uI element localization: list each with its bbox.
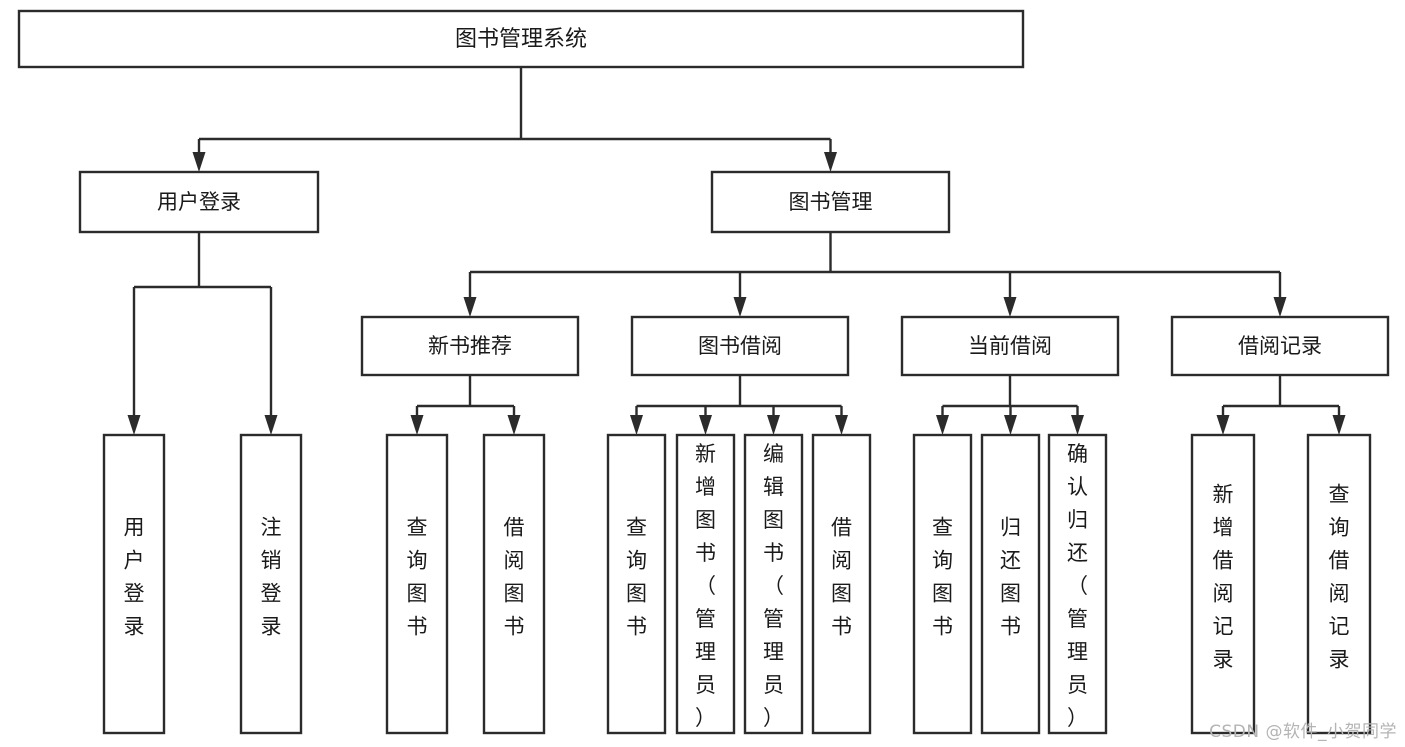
- node-box: [239, 433, 303, 735]
- connector-group-book_borrow: [630, 375, 848, 435]
- node-label: 用户登录: [157, 190, 241, 214]
- node-box: [1190, 433, 1256, 735]
- connector-group-current_borrow: [936, 375, 1084, 435]
- node-box: [675, 433, 736, 735]
- node-box: [980, 433, 1041, 735]
- node-box: [17, 9, 1025, 69]
- node-leaf-query-record[interactable]: 查询借阅记录: [1306, 433, 1372, 735]
- node-layer: 图书管理系统用户登录图书管理新书推荐图书借阅当前借阅借阅记录用户登录注销登录查询…: [17, 9, 1390, 735]
- node-label: 借阅图书: [504, 516, 525, 639]
- connector-group-borrow_record: [1216, 375, 1346, 435]
- node-leaf-user-login[interactable]: 用户登录: [102, 433, 166, 735]
- node-user-login[interactable]: 用户登录: [78, 170, 320, 234]
- arrow-head-icon: [192, 152, 206, 172]
- node-leaf-return-book[interactable]: 归还图书: [980, 433, 1041, 735]
- node-label: 新增借阅记录: [1213, 483, 1234, 672]
- node-leaf-borrow-book-2[interactable]: 借阅图书: [811, 433, 872, 735]
- arrow-head-icon: [1332, 415, 1346, 435]
- node-box: [900, 315, 1120, 377]
- arrow-head-icon: [1071, 415, 1084, 435]
- node-label: 当前借阅: [968, 334, 1052, 358]
- node-book-borrow[interactable]: 图书借阅: [630, 315, 850, 377]
- arrow-head-icon: [824, 152, 837, 172]
- connector-group-book_manage: [463, 232, 1287, 317]
- node-box: [360, 315, 580, 377]
- node-box: [78, 170, 320, 234]
- node-label: 图书借阅: [698, 334, 782, 358]
- arrow-head-icon: [127, 415, 141, 435]
- node-label: 查询图书: [407, 516, 428, 639]
- node-box: [1306, 433, 1372, 735]
- node-current-borrow[interactable]: 当前借阅: [900, 315, 1120, 377]
- node-label: 新书推荐: [428, 334, 512, 358]
- node-box: [102, 433, 166, 735]
- arrow-head-icon: [767, 415, 780, 435]
- node-box: [1047, 433, 1108, 735]
- node-label: 查询借阅记录: [1329, 483, 1350, 672]
- node-leaf-query-book-2[interactable]: 查询图书: [606, 433, 667, 735]
- node-leaf-query-book-1[interactable]: 查询图书: [385, 433, 449, 735]
- arrow-head-icon: [1216, 415, 1230, 435]
- arrow-head-icon: [264, 415, 278, 435]
- node-leaf-logout[interactable]: 注销登录: [239, 433, 303, 735]
- node-root[interactable]: 图书管理系统: [17, 9, 1025, 69]
- node-leaf-confirm-return[interactable]: 确认归还（管理员）: [1047, 433, 1108, 735]
- arrow-head-icon: [507, 415, 521, 435]
- node-label: 归还图书: [1000, 516, 1021, 639]
- arrow-head-icon: [835, 415, 848, 435]
- node-label: 确认归还（管理员）: [1067, 442, 1088, 730]
- node-label: 新增图书（管理员）: [695, 442, 716, 730]
- node-leaf-query-book-3[interactable]: 查询图书: [912, 433, 973, 735]
- node-label: 查询图书: [626, 516, 647, 639]
- node-box: [912, 433, 973, 735]
- node-leaf-edit-book[interactable]: 编辑图书（管理员）: [743, 433, 804, 735]
- node-leaf-add-record[interactable]: 新增借阅记录: [1190, 433, 1256, 735]
- node-box: [710, 170, 951, 234]
- arrow-head-icon: [1003, 297, 1017, 317]
- arrow-head-icon: [699, 415, 712, 435]
- arrow-head-icon: [463, 297, 477, 317]
- node-label: 用户登录: [124, 516, 145, 639]
- node-borrow-record[interactable]: 借阅记录: [1170, 315, 1390, 377]
- connector-group-root: [192, 67, 837, 172]
- node-box: [606, 433, 667, 735]
- node-box: [811, 433, 872, 735]
- node-label: 借阅记录: [1238, 334, 1322, 358]
- connector-layer: [127, 67, 1346, 435]
- node-book-manage[interactable]: 图书管理: [710, 170, 951, 234]
- arrow-head-icon: [936, 415, 949, 435]
- node-label: 借阅图书: [831, 516, 852, 639]
- arrow-head-icon: [630, 415, 643, 435]
- node-new-book-rec[interactable]: 新书推荐: [360, 315, 580, 377]
- node-label: 注销登录: [261, 516, 282, 639]
- node-box: [1170, 315, 1390, 377]
- connector-group-user_login: [127, 232, 278, 435]
- node-box: [630, 315, 850, 377]
- node-label: 编辑图书（管理员）: [763, 442, 784, 730]
- node-label: 图书管理系统: [455, 27, 587, 52]
- node-leaf-borrow-book-1[interactable]: 借阅图书: [482, 433, 546, 735]
- node-label: 查询图书: [932, 516, 953, 639]
- node-label: 图书管理: [789, 190, 873, 214]
- arrow-head-icon: [1273, 297, 1287, 317]
- csdn-watermark: CSDN @软件_小贺同学: [1209, 722, 1397, 742]
- arrow-head-icon: [733, 297, 747, 317]
- node-box: [385, 433, 449, 735]
- arrow-head-icon: [410, 415, 424, 435]
- connector-group-new_book_rec: [410, 375, 521, 435]
- arrow-head-icon: [1004, 415, 1017, 435]
- node-box: [482, 433, 546, 735]
- node-box: [743, 433, 804, 735]
- node-leaf-add-book[interactable]: 新增图书（管理员）: [675, 433, 736, 735]
